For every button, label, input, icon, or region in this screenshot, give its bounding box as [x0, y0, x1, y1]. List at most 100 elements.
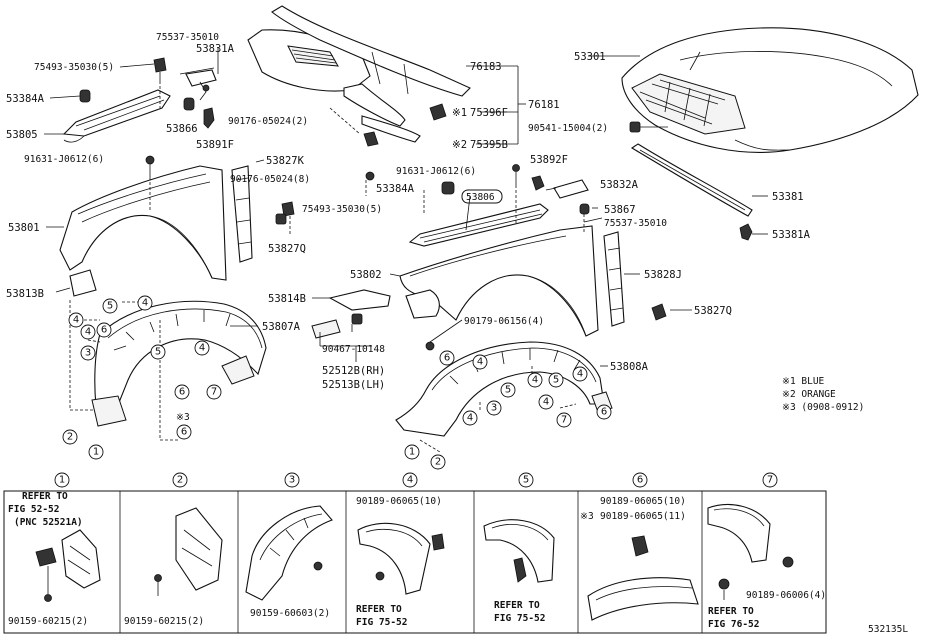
panel1-part: 90159-60215(2) [8, 616, 88, 627]
clip-53384A-mid [441, 181, 455, 195]
svg-text:4: 4 [142, 298, 148, 309]
panel1-refer-c: (PNC 52521A) [14, 517, 83, 528]
callout-4: 4 [572, 366, 588, 382]
leader-lines [44, 48, 768, 367]
assembly-dashes [69, 86, 585, 453]
svg-text:1: 1 [409, 447, 415, 458]
svg-text:6: 6 [101, 325, 107, 336]
clip-53892F [531, 175, 545, 191]
callout-3: 3 [486, 400, 502, 416]
label-53802: 53802 [350, 269, 382, 281]
label-75396F: 75396F [470, 107, 508, 119]
svg-text:3: 3 [289, 475, 295, 486]
panel7-number: 7 [762, 472, 778, 488]
label-53828J: 53828J [644, 269, 682, 281]
bumper-90541 [629, 121, 668, 133]
mark-star3-a: ※3 [176, 412, 190, 423]
svg-text:3: 3 [85, 348, 91, 359]
label-53805: 53805 [6, 129, 38, 141]
label-90179: 90179-06156(4) [464, 316, 544, 327]
clip-53827Q-right [651, 303, 667, 321]
bolt-90179 [425, 341, 435, 351]
callout-3: 3 [80, 345, 96, 361]
svg-text:4: 4 [577, 369, 583, 380]
label-90176-b: 90176-05024(8) [230, 174, 310, 185]
panel6-number: 6 [632, 472, 648, 488]
label-53808A: 53808A [610, 361, 649, 373]
panel3-part: 90159-60603(2) [250, 608, 330, 619]
label-53814B: 53814B [268, 293, 306, 305]
panel4-part: 90189-06065(10) [356, 496, 442, 507]
label-53801: 53801 [8, 222, 40, 234]
panel7-part: 90189-06006(4) [746, 590, 826, 601]
svg-text:4: 4 [199, 343, 205, 354]
label-53806: 53806 [466, 192, 495, 203]
callout-5: 5 [500, 382, 516, 398]
callout-1: 1 [404, 444, 420, 460]
wheel-liner-53807A [91, 300, 267, 427]
mark-star1: ※1 [452, 107, 467, 119]
label-53832A: 53832A [600, 179, 639, 191]
svg-text:5: 5 [523, 475, 529, 486]
label-76183: 76183 [470, 61, 502, 73]
svg-text:4: 4 [467, 413, 473, 424]
bolt-90176-b [365, 171, 375, 181]
label-53831A: 53831A [196, 43, 235, 55]
panel2-number: 2 [172, 472, 188, 488]
callout-2: 2 [62, 429, 78, 445]
bracket-53832A [553, 179, 589, 199]
panel6-star: ※3 [580, 511, 594, 522]
svg-text:6: 6 [637, 475, 643, 486]
label-53827K: 53827K [266, 155, 305, 167]
panel5-refer-b: FIG 75-52 [494, 613, 545, 624]
svg-text:6: 6 [444, 353, 450, 364]
label-75493-top: 75493-35030(5) [34, 62, 114, 73]
callout-6: 6 [439, 350, 455, 366]
label-91631-mid: 91631-J0612(6) [396, 166, 476, 177]
label-75537-top: 75537-35010 [156, 32, 219, 43]
clip-53867 [579, 203, 590, 215]
label-53381: 53381 [772, 191, 804, 203]
panel-6: 90189-06065(10) ※3 90189-06065(11) [580, 496, 699, 621]
label-53827Q-right: 53827Q [694, 305, 732, 317]
callout-4: 4 [194, 340, 210, 356]
label-53807A: 53807A [262, 321, 301, 333]
hood-scoop-76183 [247, 5, 471, 143]
callout-4: 4 [137, 295, 153, 311]
panel4-refer-a: REFER TO [356, 604, 402, 615]
callout-4: 4 [527, 372, 543, 388]
svg-text:5: 5 [107, 301, 113, 312]
label-53301: 53301 [574, 51, 606, 63]
panel1-refer-a: REFER TO [22, 491, 68, 502]
bracket-53831A [179, 67, 217, 87]
label-53892F: 53892F [530, 154, 568, 166]
svg-text:5: 5 [155, 347, 161, 358]
callout-6: 6 [96, 322, 112, 338]
svg-text:6: 6 [601, 407, 607, 418]
svg-text:5: 5 [505, 385, 511, 396]
svg-text:7: 7 [767, 475, 773, 486]
label-53384A-mid: 53384A [376, 183, 415, 195]
panel5-number: 5 [518, 472, 534, 488]
fender-53802 [399, 225, 599, 337]
mark-star2: ※2 [452, 139, 467, 151]
clip-53827Q-left [275, 213, 287, 225]
seal-53805 [62, 89, 171, 143]
bracket-53813B [69, 269, 97, 297]
svg-text:7: 7 [561, 415, 567, 426]
label-75395B: 75395B [470, 139, 508, 151]
bolt-90176-a [199, 81, 210, 101]
panel4-refer-b: FIG 75-52 [356, 617, 407, 628]
panel7-refer-a: REFER TO [708, 606, 754, 617]
panel7-refer-b: FIG 76-52 [708, 619, 759, 630]
label-91631-left: 91631-J0612(6) [24, 154, 104, 165]
label-90176-a: 90176-05024(2) [228, 116, 308, 127]
panel3-number: 3 [284, 472, 300, 488]
legend-orange: ※2 ORANGE [782, 389, 836, 400]
callout-4: 4 [80, 324, 96, 340]
liner-53828J [603, 231, 625, 327]
label-53381A: 53381A [772, 229, 811, 241]
bracket-53814B [311, 289, 391, 339]
panel-1: REFER TO FIG 52-52 (PNC 52521A) 90159-60… [8, 491, 101, 627]
